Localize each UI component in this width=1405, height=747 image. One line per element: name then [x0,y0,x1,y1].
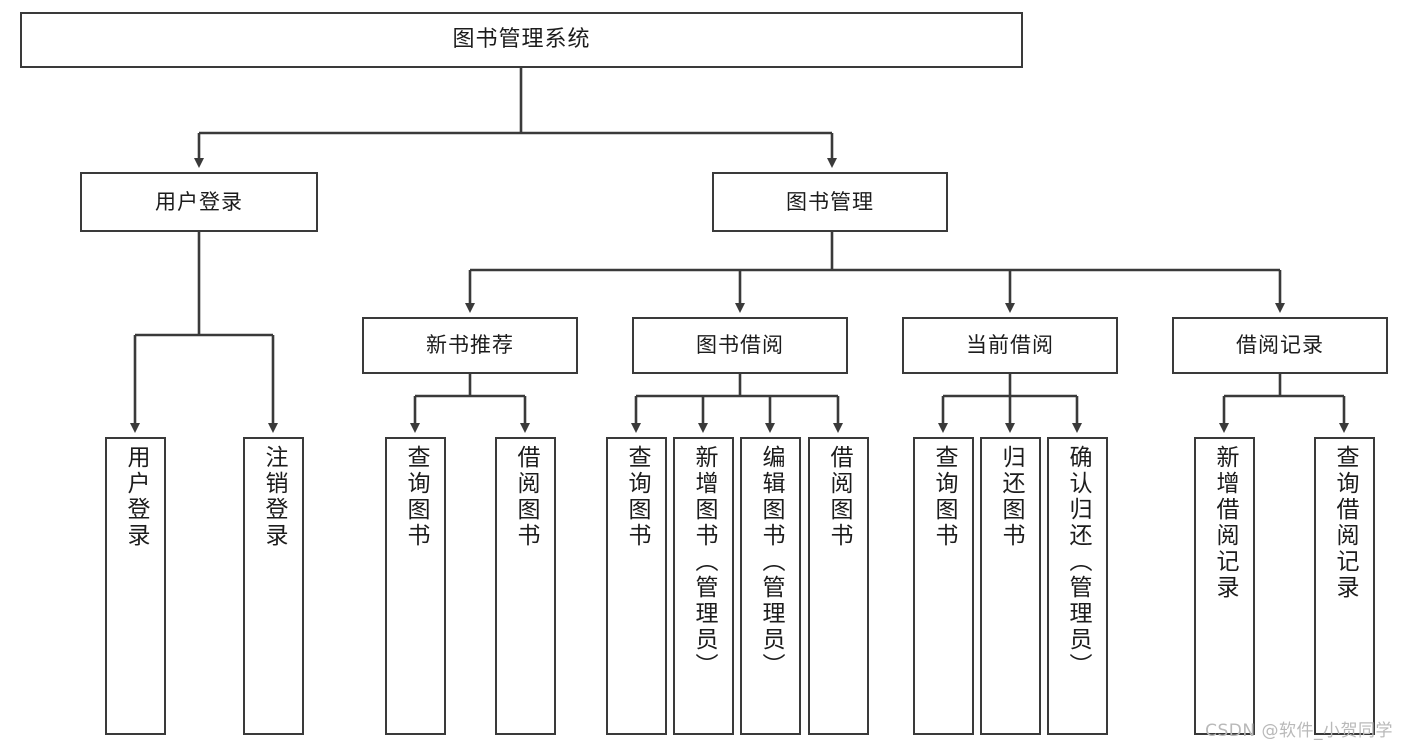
leaf-label: 确认归还（管理员） [1065,445,1091,679]
leaf-label: 借阅图书 [513,445,539,549]
leaf-book-borrow-add-book[interactable]: 新增图书（管理员） [673,437,734,735]
node-label: 借阅记录 [1236,333,1324,358]
node-new-book-recommend[interactable]: 新书推荐 [362,317,578,374]
node-current-borrow[interactable]: 当前借阅 [902,317,1118,374]
leaf-label: 查询借阅记录 [1332,445,1358,601]
leaf-label: 归还图书 [998,445,1024,549]
node-label: 新书推荐 [426,333,514,358]
node-label: 图书管理系统 [452,27,591,53]
node-book-management[interactable]: 图书管理 [712,172,948,232]
leaf-current-borrow-confirm-return[interactable]: 确认归还（管理员） [1047,437,1108,735]
leaf-current-borrow-return-book[interactable]: 归还图书 [980,437,1041,735]
node-label: 图书管理 [786,189,874,214]
node-label: 当前借阅 [966,333,1054,358]
leaf-new-book-borrow-book[interactable]: 借阅图书 [495,437,556,735]
leaf-label: 新增借阅记录 [1212,445,1238,601]
leaf-label: 查询图书 [624,445,650,549]
node-book-management-system[interactable]: 图书管理系统 [20,12,1023,68]
leaf-book-borrow-query-book[interactable]: 查询图书 [606,437,667,735]
leaf-book-borrow-borrow-book[interactable]: 借阅图书 [808,437,869,735]
node-label: 图书借阅 [696,333,784,358]
node-book-borrow[interactable]: 图书借阅 [632,317,848,374]
leaf-user-login-signin[interactable]: 用户登录 [105,437,166,735]
leaf-borrow-record-add-record[interactable]: 新增借阅记录 [1194,437,1255,735]
leaf-label: 借阅图书 [826,445,852,549]
leaf-new-book-query-book[interactable]: 查询图书 [385,437,446,735]
leaf-borrow-record-query-record[interactable]: 查询借阅记录 [1314,437,1375,735]
leaf-current-borrow-query-book[interactable]: 查询图书 [913,437,974,735]
leaf-label: 查询图书 [403,445,429,549]
leaf-label: 查询图书 [931,445,957,549]
leaf-book-borrow-edit-book[interactable]: 编辑图书（管理员） [740,437,801,735]
node-label: 用户登录 [155,189,243,214]
leaf-label: 注销登录 [261,445,287,549]
leaf-label: 用户登录 [123,445,149,549]
node-user-login[interactable]: 用户登录 [80,172,318,232]
leaf-user-login-logout[interactable]: 注销登录 [243,437,304,735]
leaf-label: 编辑图书（管理员） [758,445,784,679]
leaf-label: 新增图书（管理员） [691,445,717,679]
csdn-watermark: CSDN @软件_小贺同学 [1205,721,1393,741]
node-borrow-record[interactable]: 借阅记录 [1172,317,1388,374]
